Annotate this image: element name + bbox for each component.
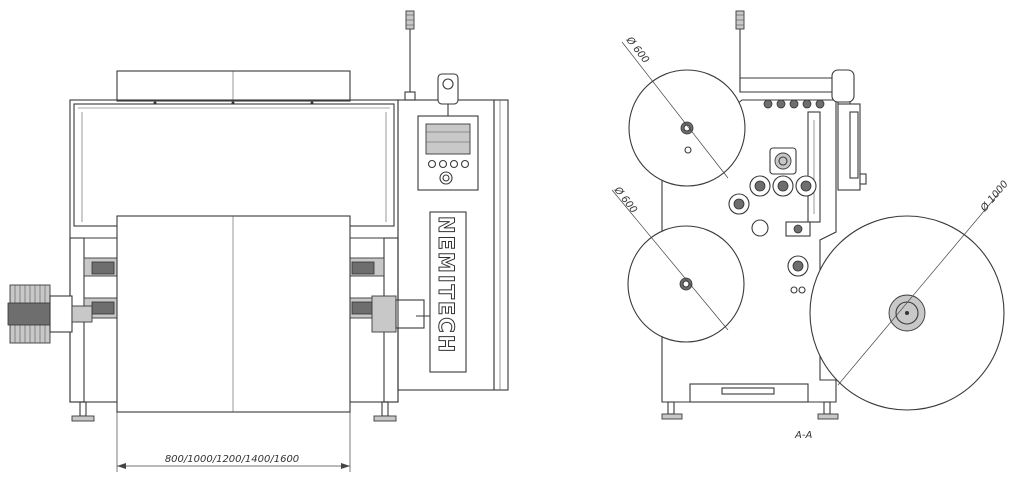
large-roll-diameter: Ø 1000	[977, 178, 1010, 214]
right-chuck	[371, 295, 440, 333]
left-chuck	[7, 284, 93, 344]
section-label: A-A	[794, 430, 812, 441]
lower-roll-diameter: Ø 600	[611, 184, 640, 216]
large-roll-1000: Ø 1000	[809, 178, 1011, 411]
width-dimension: 800/1000/1200/1400/1600	[116, 412, 351, 472]
control-arm	[739, 69, 867, 191]
control-cabinet: NEMITECH	[397, 99, 509, 391]
width-dimension-label: 800/1000/1200/1400/1600	[165, 454, 299, 465]
brand-text: NEMITECH	[434, 216, 458, 354]
emergency-stop	[439, 171, 453, 185]
main-roll-front	[116, 215, 351, 413]
section-base	[661, 383, 839, 420]
signal-tower	[404, 10, 459, 116]
upper-roll-600: Ø 600	[621, 34, 746, 187]
lower-roll-600: Ø 600	[611, 184, 745, 343]
section-view: Ø 600 Ø 600 Ø 1000 A-A	[611, 10, 1011, 441]
brand-plate	[429, 211, 467, 373]
machine-feet	[71, 401, 397, 422]
idler-rollers	[763, 99, 825, 223]
hmi-screen	[425, 123, 471, 155]
drive-rollers	[728, 147, 817, 294]
top-roll	[116, 70, 351, 102]
upper-roll-diameter: Ø 600	[623, 34, 652, 66]
front-view: NEMITECH 800/1000/1200/1400/1600	[7, 10, 509, 472]
